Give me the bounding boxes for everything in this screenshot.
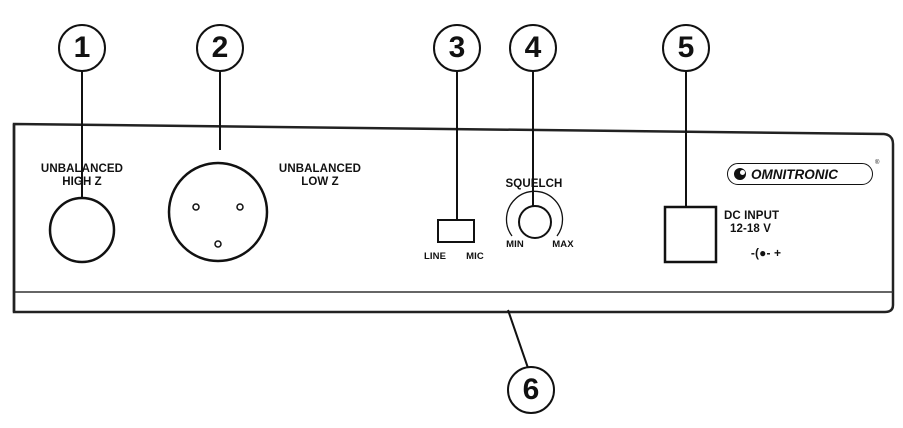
squelch-min-label: MIN — [506, 239, 524, 250]
callout-1: 1 — [58, 24, 106, 72]
unbalanced-high-z-label: UNBALANCED HIGH Z — [40, 163, 124, 188]
squelch-max-label: MAX — [552, 239, 574, 250]
device-outline — [12, 122, 895, 314]
xlr-pin-3 — [214, 240, 222, 248]
xlr-input-icon — [167, 161, 269, 263]
leader-6 — [507, 309, 529, 369]
dc-polarity-symbol: -(●- + — [750, 246, 782, 260]
squelch-knob-icon — [518, 205, 552, 239]
line-mic-switch-icon — [437, 219, 475, 243]
callout-6: 6 — [507, 366, 555, 414]
switch-mic-label: MIC — [466, 251, 484, 262]
omnitronic-logo-icon — [734, 168, 746, 180]
squelch-label: SQUELCH — [505, 178, 563, 190]
high-z-jack-icon — [48, 196, 116, 264]
callout-4: 4 — [509, 24, 557, 72]
xlr-pin-1 — [192, 203, 200, 211]
callout-3: 3 — [433, 24, 481, 72]
callout-5: 5 — [662, 24, 710, 72]
callout-2: 2 — [196, 24, 244, 72]
squelch-scale-arc — [505, 190, 564, 237]
trademark-symbol: ® — [875, 160, 880, 166]
xlr-pin-2 — [236, 203, 244, 211]
dc-input-socket-icon — [663, 205, 718, 264]
brand-name: OMNITRONIC — [751, 166, 838, 182]
omnitronic-logo: OMNITRONIC — [727, 163, 873, 185]
unbalanced-low-z-label: UNBALANCED LOW Z — [278, 163, 362, 188]
switch-line-label: LINE — [423, 251, 447, 262]
dc-input-label: DC INPUT 12-18 V — [724, 210, 780, 235]
